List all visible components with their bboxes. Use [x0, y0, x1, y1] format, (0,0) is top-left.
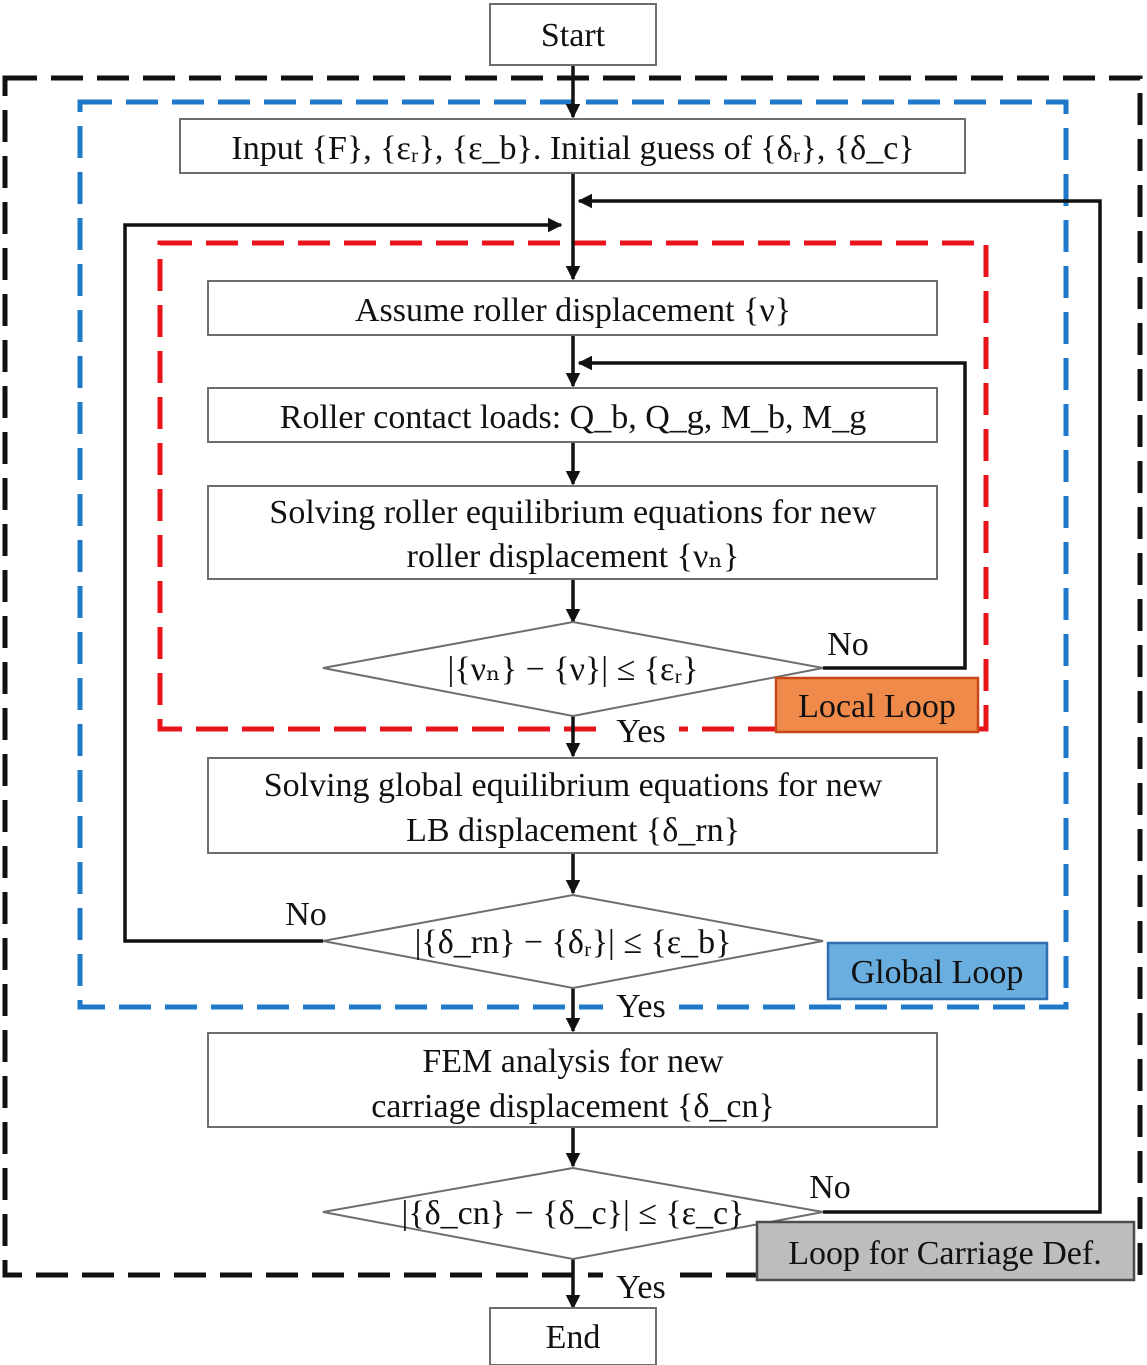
solve-global-line1: Solving global equilibrium equations for… — [264, 767, 883, 804]
local-yes-label: Yes — [616, 713, 665, 750]
check-global-diamond — [322, 893, 824, 990]
check-global-label: |{δ_rn} − {δᵣ}| ≤ {ε_b} — [415, 924, 732, 961]
local-loop-tag — [774, 676, 980, 734]
fem-line1: FEM analysis for new — [422, 1043, 724, 1080]
solve-roller-line2: roller displacement {νₙ} — [407, 538, 740, 575]
solve-global-line2: LB displacement {δ_rn} — [406, 812, 740, 849]
assume-box — [207, 280, 938, 336]
global-loop-border — [77, 99, 1069, 1010]
global-loop-tag-label: Global Loop — [851, 954, 1024, 991]
carriage-no-feedback-arrow — [577, 193, 1102, 1214]
start-node — [489, 3, 657, 66]
input-box — [179, 118, 966, 174]
assume-label: Assume roller displacement {ν} — [355, 292, 791, 329]
local-no-label: No — [827, 626, 869, 663]
contact-loads-label: Roller contact loads: Q_b, Q_g, M_b, M_g — [280, 399, 866, 436]
global-yes-label: Yes — [616, 988, 665, 1025]
global-no-label: No — [285, 896, 327, 933]
global-no-feedback-arrow — [123, 217, 563, 943]
fem-box — [207, 1032, 938, 1128]
carriage-yes-label: Yes — [616, 1269, 665, 1306]
solve-roller-box — [207, 485, 938, 580]
contact-loads-box — [207, 387, 938, 443]
fem-line2: carriage displacement {δ_cn} — [371, 1088, 775, 1125]
start-label: Start — [541, 17, 606, 54]
solve-global-box — [207, 757, 938, 854]
end-node — [489, 1307, 657, 1365]
check-local-label: |{νₙ} − {ν}| ≤ {εᵣ} — [448, 651, 699, 688]
global-loop-tag — [826, 941, 1049, 1001]
solve-roller-line1: Solving roller equilibrium equations for… — [269, 494, 877, 531]
local-loop-tag-label: Local Loop — [798, 688, 956, 725]
check-carriage-label: |{δ_cn} − {δ_c}| ≤ {ε_c} — [402, 1195, 745, 1232]
local-no-feedback-arrow — [577, 355, 967, 670]
carriage-loop-tag — [755, 1220, 1136, 1282]
carriage-no-label: No — [809, 1169, 851, 1206]
check-local-diamond — [322, 620, 824, 718]
carriage-loop-tag-label: Loop for Carriage Def. — [788, 1235, 1101, 1272]
input-label: Input {F}, {εᵣ}, {ε_b}. Initial guess of… — [231, 130, 914, 167]
end-label: End — [546, 1319, 601, 1356]
check-carriage-diamond — [322, 1166, 824, 1261]
